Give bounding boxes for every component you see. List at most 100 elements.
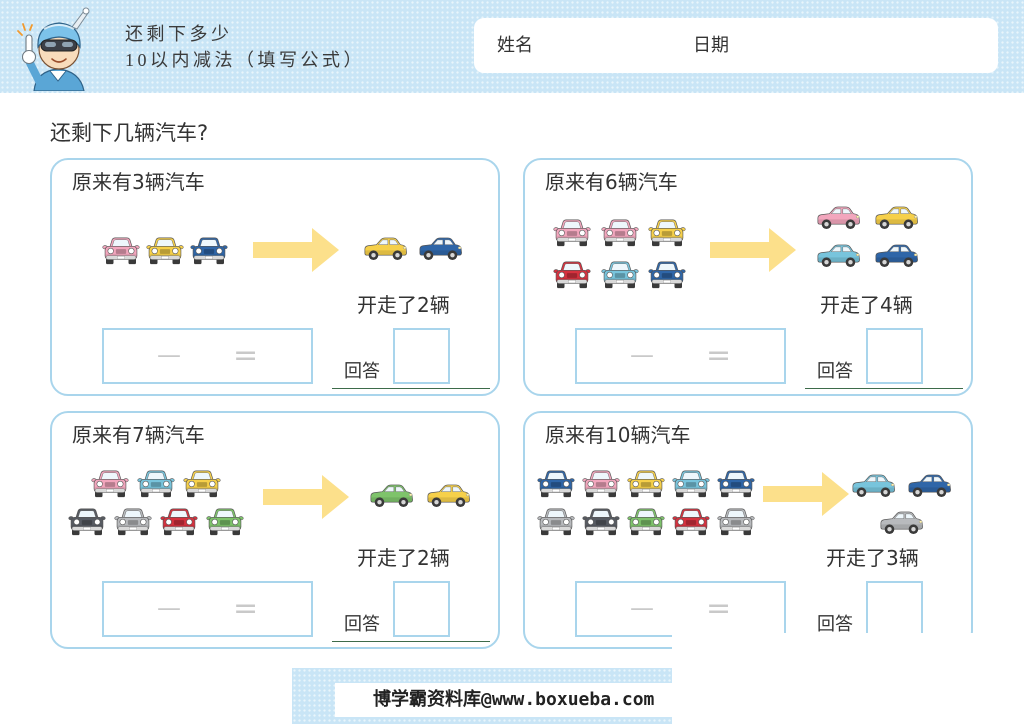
car-side-icon: [427, 484, 471, 508]
departed-count-text: 开走了4辆: [820, 293, 913, 317]
departed-cars: [362, 236, 463, 261]
car-front-icon: [627, 470, 665, 498]
name-field[interactable]: [544, 30, 684, 62]
car-front-icon: [114, 508, 152, 536]
equals-sign: =: [706, 591, 732, 626]
car-row: [553, 260, 686, 290]
car-side-icon: [370, 484, 414, 508]
problem-panel-2: 原来有6辆汽车 开走了4辆 — = 回答: [523, 158, 973, 396]
formula-input-box[interactable]: — =: [575, 328, 786, 384]
answer-input-box[interactable]: [866, 328, 923, 384]
blank-cover-area: [672, 633, 1024, 724]
car-front-icon: [672, 470, 710, 498]
car-side-icon: [817, 206, 861, 230]
answer-underline: [332, 388, 490, 389]
car-side-icon: [875, 206, 919, 230]
car-front-icon: [68, 508, 106, 536]
arrow-right-icon: [253, 228, 339, 272]
minus-sign: —: [630, 341, 654, 369]
car-front-icon: [190, 237, 228, 265]
answer-label: 回答: [817, 361, 853, 382]
footer-watermark-text: 博学霸资料库@www.boxueba.com: [373, 689, 655, 710]
minus-sign: —: [630, 594, 654, 622]
car-side-icon: [817, 244, 861, 268]
panel-title: 原来有10辆汽车: [545, 423, 691, 447]
problem-panel-1: 原来有3辆汽车 开走了2辆 — = 回答: [50, 158, 500, 396]
car-side-icon: [880, 511, 924, 535]
original-cars: [102, 236, 228, 266]
car-side-icon: [364, 237, 408, 261]
formula-input-box[interactable]: — =: [102, 328, 313, 384]
answer-input-box[interactable]: [393, 581, 450, 637]
problem-panel-4: 原来有10辆汽车 开走了3辆 — = 回答: [523, 411, 973, 649]
answer-label: 回答: [344, 614, 380, 635]
equals-sign: =: [233, 338, 259, 373]
departed-cars: [850, 473, 952, 535]
name-date-box: 姓名 日期: [474, 18, 998, 73]
equals-sign: =: [706, 338, 732, 373]
name-label: 姓名: [497, 35, 533, 56]
answer-underline: [332, 641, 490, 642]
car-front-icon: [206, 508, 244, 536]
date-field[interactable]: [740, 30, 980, 62]
car-front-icon: [600, 219, 639, 247]
date-label: 日期: [693, 35, 729, 56]
panel-title: 原来有7辆汽车: [72, 423, 205, 447]
car-front-icon: [600, 261, 639, 289]
car-row: [68, 507, 244, 537]
car-front-icon: [102, 237, 140, 265]
car-row: [537, 507, 755, 537]
car-front-icon: [537, 470, 575, 498]
answer-input-box[interactable]: [393, 328, 450, 384]
original-cars: [537, 469, 755, 537]
car-front-icon: [648, 261, 686, 289]
car-front-icon: [717, 508, 755, 536]
arrow-right-icon: [710, 228, 796, 272]
car-front-icon: [137, 470, 175, 498]
car-front-icon: [627, 508, 665, 536]
car-front-icon: [582, 470, 620, 498]
car-front-icon: [717, 470, 755, 498]
arrow-right-icon: [763, 472, 849, 516]
car-row: [815, 205, 919, 230]
car-front-icon: [672, 508, 710, 536]
panel-title: 原来有3辆汽车: [72, 170, 205, 194]
car-row: [362, 236, 463, 261]
car-front-icon: [160, 508, 198, 536]
formula-input-box[interactable]: — =: [102, 581, 313, 637]
car-row: [368, 483, 471, 508]
car-front-icon: [582, 508, 620, 536]
car-row: [91, 469, 221, 499]
pilot-mascot-icon: [17, 7, 90, 91]
departed-cars: [815, 205, 919, 268]
departed-count-text: 开走了3辆: [826, 546, 919, 570]
car-row: [878, 510, 924, 535]
question-text: 还剩下几辆汽车?: [50, 121, 209, 145]
original-cars: [553, 218, 686, 290]
arrow-right-icon: [263, 475, 349, 519]
departed-count-text: 开走了2辆: [357, 293, 450, 317]
car-front-icon: [537, 508, 575, 536]
car-front-icon: [648, 219, 686, 247]
footer-box: 博学霸资料库@www.boxueba.com: [335, 683, 672, 717]
formula-input-box[interactable]: — =: [575, 581, 786, 637]
car-row: [850, 473, 952, 498]
car-row: [553, 218, 686, 248]
equals-sign: =: [233, 591, 259, 626]
car-front-icon: [183, 470, 221, 498]
car-row: [537, 469, 755, 499]
car-side-icon: [908, 474, 952, 498]
departed-count-text: 开走了2辆: [357, 546, 450, 570]
car-front-icon: [553, 219, 591, 247]
panel-title: 原来有6辆汽车: [545, 170, 678, 194]
original-cars: [68, 469, 244, 537]
answer-label: 回答: [817, 614, 853, 635]
footer-band: 博学霸资料库@www.boxueba.com: [292, 668, 672, 724]
car-row: [815, 243, 919, 268]
worksheet-header: 还剩下多少 10以内减法（填写公式） 姓名 日期: [0, 0, 1024, 93]
car-front-icon: [91, 470, 129, 498]
worksheet-subtitle: 10以内减法（填写公式）: [125, 50, 365, 70]
departed-cars: [368, 483, 471, 508]
answer-input-box[interactable]: [866, 581, 923, 637]
minus-sign: —: [157, 341, 181, 369]
